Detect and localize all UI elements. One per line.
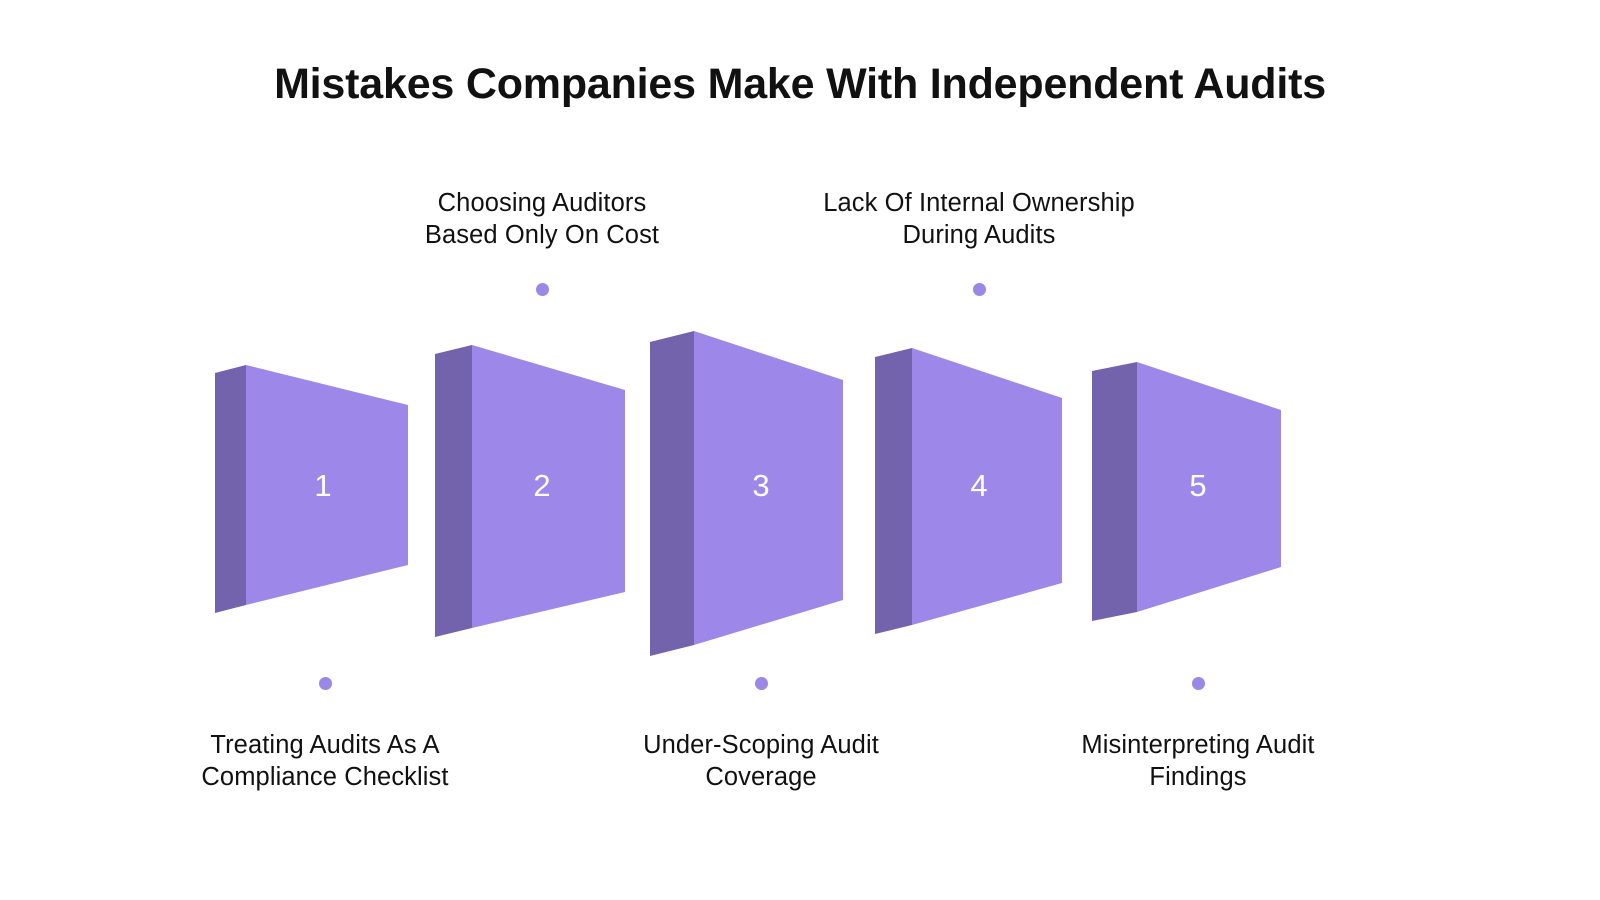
step-label-3-line-2: Coverage <box>705 763 817 792</box>
step-label-2-line-2: Based Only On Cost <box>424 221 660 250</box>
step-label-3-line-1: Under-Scoping Audit <box>643 731 879 759</box>
step-label-5-line-2: Findings <box>1149 763 1247 792</box>
step-label-2: Choosing Auditors Based Only On Cost <box>322 187 762 252</box>
connector-dot-step-2 <box>536 283 549 296</box>
step-5-side-face <box>1092 362 1137 621</box>
connector-dot-step-5 <box>1192 677 1205 690</box>
funnel-step-4[interactable] <box>875 348 1062 634</box>
step-2-side-face <box>435 345 472 637</box>
step-label-5: Misinterpreting Audit Findings <box>978 729 1418 794</box>
step-label-1: Treating Audits As A Compliance Checklis… <box>105 729 545 794</box>
connector-dot-step-3 <box>755 677 768 690</box>
step-number-5: 5 <box>1189 468 1207 503</box>
step-3-front-face <box>694 331 843 645</box>
funnel-step-5[interactable] <box>1092 362 1281 621</box>
connector-dot-step-1 <box>319 677 332 690</box>
step-number-2: 2 <box>533 468 551 503</box>
step-number-3: 3 <box>752 468 770 503</box>
step-5-front-face <box>1137 362 1281 612</box>
step-2-front-face <box>472 345 625 628</box>
step-label-1-line-1: Treating Audits As A <box>210 731 440 759</box>
step-label-5-line-1: Misinterpreting Audit <box>1081 731 1315 759</box>
page-title: Mistakes Companies Make With Independent… <box>274 60 1326 108</box>
funnel-step-3[interactable] <box>650 331 843 656</box>
step-label-3: Under-Scoping Audit Coverage <box>541 729 981 794</box>
step-1-side-face <box>215 365 246 613</box>
step-4-side-face <box>875 348 912 634</box>
funnel-step-1[interactable] <box>215 365 408 613</box>
step-label-1-line-2: Compliance Checklist <box>201 763 449 792</box>
funnel-step-2[interactable] <box>435 345 625 637</box>
step-1-front-face <box>246 365 408 605</box>
step-label-4-line-2: During Audits <box>902 221 1056 250</box>
step-label-2-line-1: Choosing Auditors <box>437 189 647 217</box>
step-label-4: Lack Of Internal Ownership During Audits <box>759 187 1199 252</box>
step-number-1: 1 <box>314 468 332 503</box>
step-4-front-face <box>912 348 1062 625</box>
step-3-side-face <box>650 331 694 656</box>
connector-dot-step-4 <box>973 283 986 296</box>
step-number-4: 4 <box>970 468 988 503</box>
step-label-4-line-1: Lack Of Internal Ownership <box>823 189 1135 217</box>
